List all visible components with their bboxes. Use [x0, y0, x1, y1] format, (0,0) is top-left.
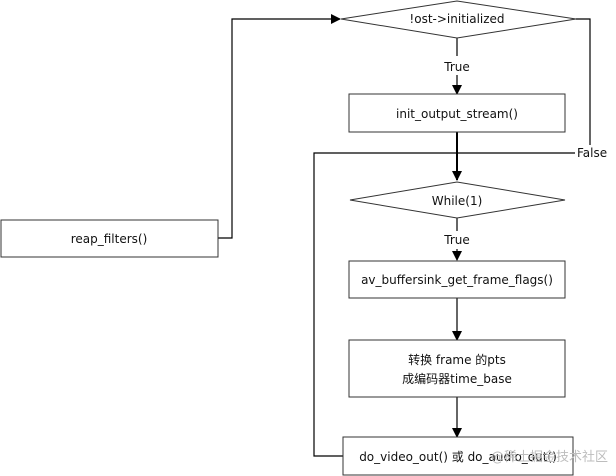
edge-out-loop-back [313, 152, 457, 457]
node-reap-filters [0, 219, 219, 258]
node-init-output-stream [348, 93, 566, 133]
reap-filters-label: reap_filters() [71, 232, 148, 246]
edge-cond-false [576, 18, 591, 145]
convert-pts-label-line1: 转换 frame 的pts [408, 352, 506, 367]
node-cond-initialized [340, 0, 577, 39]
watermark: @稀土掘金技术社区 [491, 449, 608, 465]
do-out-label: do_video_out() 或 do_audio_out() [359, 450, 557, 464]
convert-pts-label-line2: 成编码器time_base [402, 371, 512, 386]
while-loop-label: While(1) [432, 194, 483, 208]
edge-label-true-1: True [443, 60, 470, 74]
node-convert-pts [348, 339, 566, 398]
get-frame-flags-label: av_buffersink_get_frame_flags() [361, 273, 553, 287]
node-while-loop [349, 181, 566, 219]
cond-initialized-label: !ost->initialized [409, 12, 504, 26]
edge-label-true-2: True [443, 233, 470, 247]
edge-label-false: False [577, 146, 607, 160]
init-output-stream-label: init_output_stream() [396, 107, 518, 121]
node-get-frame-flags [348, 260, 566, 299]
edge-reap-to-cond [218, 14, 341, 239]
node-do-out [342, 436, 574, 476]
